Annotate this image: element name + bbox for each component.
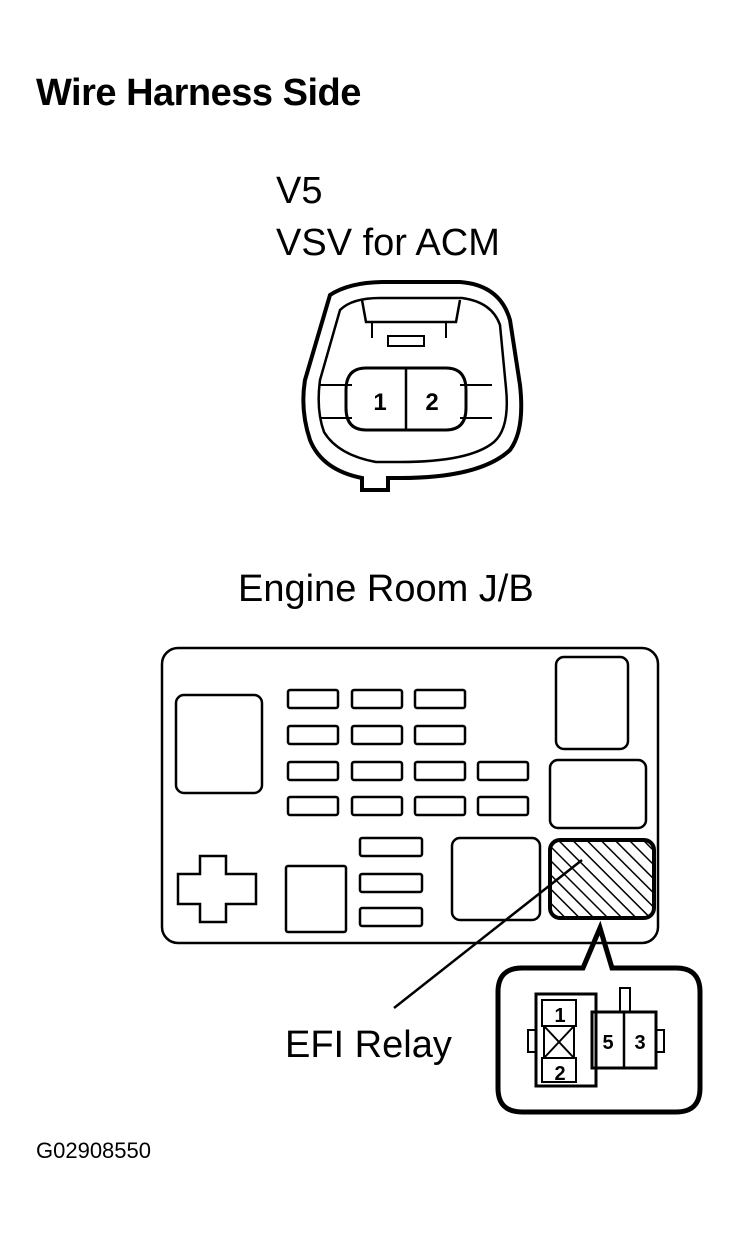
efi-relay-location <box>548 838 656 920</box>
junction-block <box>160 646 660 945</box>
relay-pin-5: 5 <box>602 1032 613 1054</box>
jb-relay-mid-right <box>548 758 648 830</box>
connector-latch <box>360 299 462 324</box>
relay-pin-2: 2 <box>554 1063 565 1085</box>
diagram-heading: Wire Harness Side <box>36 72 361 114</box>
jb-relay-center <box>450 836 542 922</box>
jb-block-lower <box>284 864 348 934</box>
latch-tab <box>387 335 425 347</box>
connector-name: VSV for ACM <box>276 222 500 264</box>
relay-pin-3: 3 <box>634 1032 645 1054</box>
jb-relay-top-right <box>554 655 630 751</box>
efi-relay-label: EFI Relay <box>285 1024 452 1066</box>
fuse-grid <box>286 688 530 928</box>
connector-outer-housing <box>301 280 524 492</box>
terminal-cavity <box>344 366 468 432</box>
relay-pin-1-box <box>543 1025 575 1059</box>
connector-inner-housing <box>317 296 508 464</box>
v5-pin-2: 2 <box>425 389 438 416</box>
callout-frame <box>495 920 703 1115</box>
junction-block-outline <box>160 646 660 945</box>
v5-pin-1: 1 <box>373 389 386 416</box>
relay-pin-1: 1 <box>554 1005 565 1027</box>
connector-code: V5 <box>276 170 323 212</box>
jb-large-block-left <box>174 693 264 795</box>
efi-relay-leader-line <box>393 859 583 1009</box>
junction-block-title: Engine Room J/B <box>238 568 534 610</box>
figure-code: G02908550 <box>36 1138 151 1163</box>
jb-cross-block <box>176 854 258 924</box>
v5-connector <box>301 280 524 492</box>
efi-relay-callout <box>495 920 703 1115</box>
